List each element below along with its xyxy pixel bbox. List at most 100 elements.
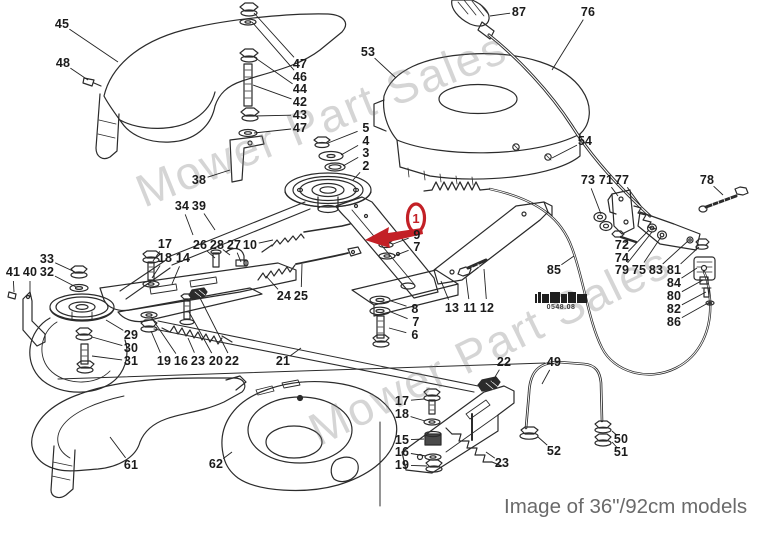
leader-line-21	[290, 347, 302, 357]
leader-line-81	[680, 246, 700, 265]
part-label-77: 77	[614, 173, 630, 187]
leader-line-44	[253, 56, 293, 85]
part-label-6: 6	[411, 328, 419, 342]
part-label-3: 3	[362, 146, 370, 160]
part-label-53: 53	[360, 45, 376, 59]
part-label-24: 24	[276, 289, 292, 303]
leader-line-86	[681, 302, 709, 318]
part-label-16: 16	[173, 354, 189, 368]
leader-line-28	[222, 249, 231, 256]
part-label-25: 25	[293, 289, 309, 303]
part-label-27: 27	[226, 238, 242, 252]
part-label-71: 71	[598, 173, 614, 187]
main-pulley	[284, 172, 372, 214]
leader-line-17	[152, 251, 161, 262]
leader-line-13	[440, 280, 450, 300]
part-label-34: 34	[174, 199, 190, 213]
part-label-14: 14	[175, 251, 191, 265]
part-label-41: 41	[5, 265, 21, 279]
leader-line-46	[251, 21, 295, 71]
part-label-15: 15	[394, 433, 410, 447]
part-label-85: 85	[546, 263, 562, 277]
leader-line-22	[198, 295, 229, 354]
part-label-30: 30	[123, 341, 139, 355]
part-label-87: 87	[511, 5, 527, 19]
deck-edges	[57, 362, 546, 507]
part-label-2: 2	[362, 159, 370, 173]
part-label-47: 47	[292, 57, 308, 71]
leader-line-16	[410, 453, 427, 457]
part-label-21: 21	[275, 354, 291, 368]
part-label-83: 83	[648, 263, 664, 277]
leader-line-18	[410, 416, 426, 422]
leader-line-19	[410, 464, 428, 467]
leader-line-72	[624, 239, 629, 244]
leader-line-19	[150, 330, 161, 353]
part-label-48: 48	[55, 56, 71, 70]
brand-stamp: 0548.08	[516, 292, 606, 311]
part-label-44: 44	[292, 82, 308, 96]
part-label-7: 7	[412, 315, 420, 329]
part-label-46: 46	[292, 70, 308, 84]
part-label-33: 33	[39, 252, 55, 266]
part-label-26: 26	[192, 238, 208, 252]
left-idler-cluster	[7, 265, 128, 393]
leader-line-8	[390, 300, 407, 307]
leader-line-45	[69, 28, 119, 63]
leader-line-73	[590, 188, 602, 215]
leader-line-42	[252, 84, 292, 100]
leader-line-38	[207, 169, 231, 178]
part-label-22: 22	[496, 355, 512, 369]
part-label-78: 78	[699, 173, 715, 187]
part-label-38: 38	[191, 173, 207, 187]
leader-line-51	[611, 441, 618, 448]
part-label-23: 23	[494, 456, 510, 470]
leader-line-25	[300, 263, 303, 288]
pulley-cover-62	[221, 379, 398, 492]
part-label-75: 75	[631, 263, 647, 277]
leader-line-17	[410, 398, 425, 401]
part-label-79: 79	[614, 263, 630, 277]
part-label-80: 80	[666, 289, 682, 303]
stamp-code: 0548.08	[546, 304, 576, 311]
part-label-86: 86	[666, 315, 682, 329]
part-label-61: 61	[123, 458, 139, 472]
part-label-32: 32	[39, 265, 55, 279]
part-label-19: 19	[156, 354, 172, 368]
caption-text: Image of 36"/92cm models	[504, 495, 748, 518]
part-label-8: 8	[411, 302, 419, 316]
leader-line-23	[485, 451, 496, 459]
right-linkage	[593, 186, 749, 306]
part-label-39: 39	[191, 199, 207, 213]
leader-line-16	[150, 316, 177, 354]
part-label-72: 72	[614, 238, 630, 252]
belt-guard-upper	[82, 13, 347, 160]
highlight-oval	[405, 202, 427, 234]
part-label-47: 47	[292, 121, 308, 135]
part-label-73: 73	[580, 173, 596, 187]
part-label-23: 23	[190, 354, 206, 368]
part-label-18: 18	[157, 251, 173, 265]
leader-line-11	[465, 276, 470, 300]
leader-line-10	[258, 239, 274, 244]
belt-cover-53	[373, 53, 590, 186]
leader-line-79	[627, 231, 653, 264]
leader-line-24	[265, 275, 279, 290]
leader-line-15	[410, 438, 425, 441]
part-label-76: 76	[580, 5, 596, 19]
leader-line-27	[236, 252, 242, 263]
part-label-31: 31	[123, 354, 139, 368]
leader-line-26	[206, 250, 216, 259]
screw-48	[82, 77, 102, 87]
part-label-82: 82	[666, 302, 682, 316]
part-label-74: 74	[614, 251, 630, 265]
part-label-40: 40	[22, 265, 38, 279]
bracket-38	[229, 135, 265, 183]
leader-line-14	[171, 266, 180, 285]
part-label-10: 10	[242, 238, 258, 252]
leader-line-2	[352, 171, 361, 181]
leader-line-78	[713, 185, 724, 196]
leader-line-41	[12, 280, 15, 293]
